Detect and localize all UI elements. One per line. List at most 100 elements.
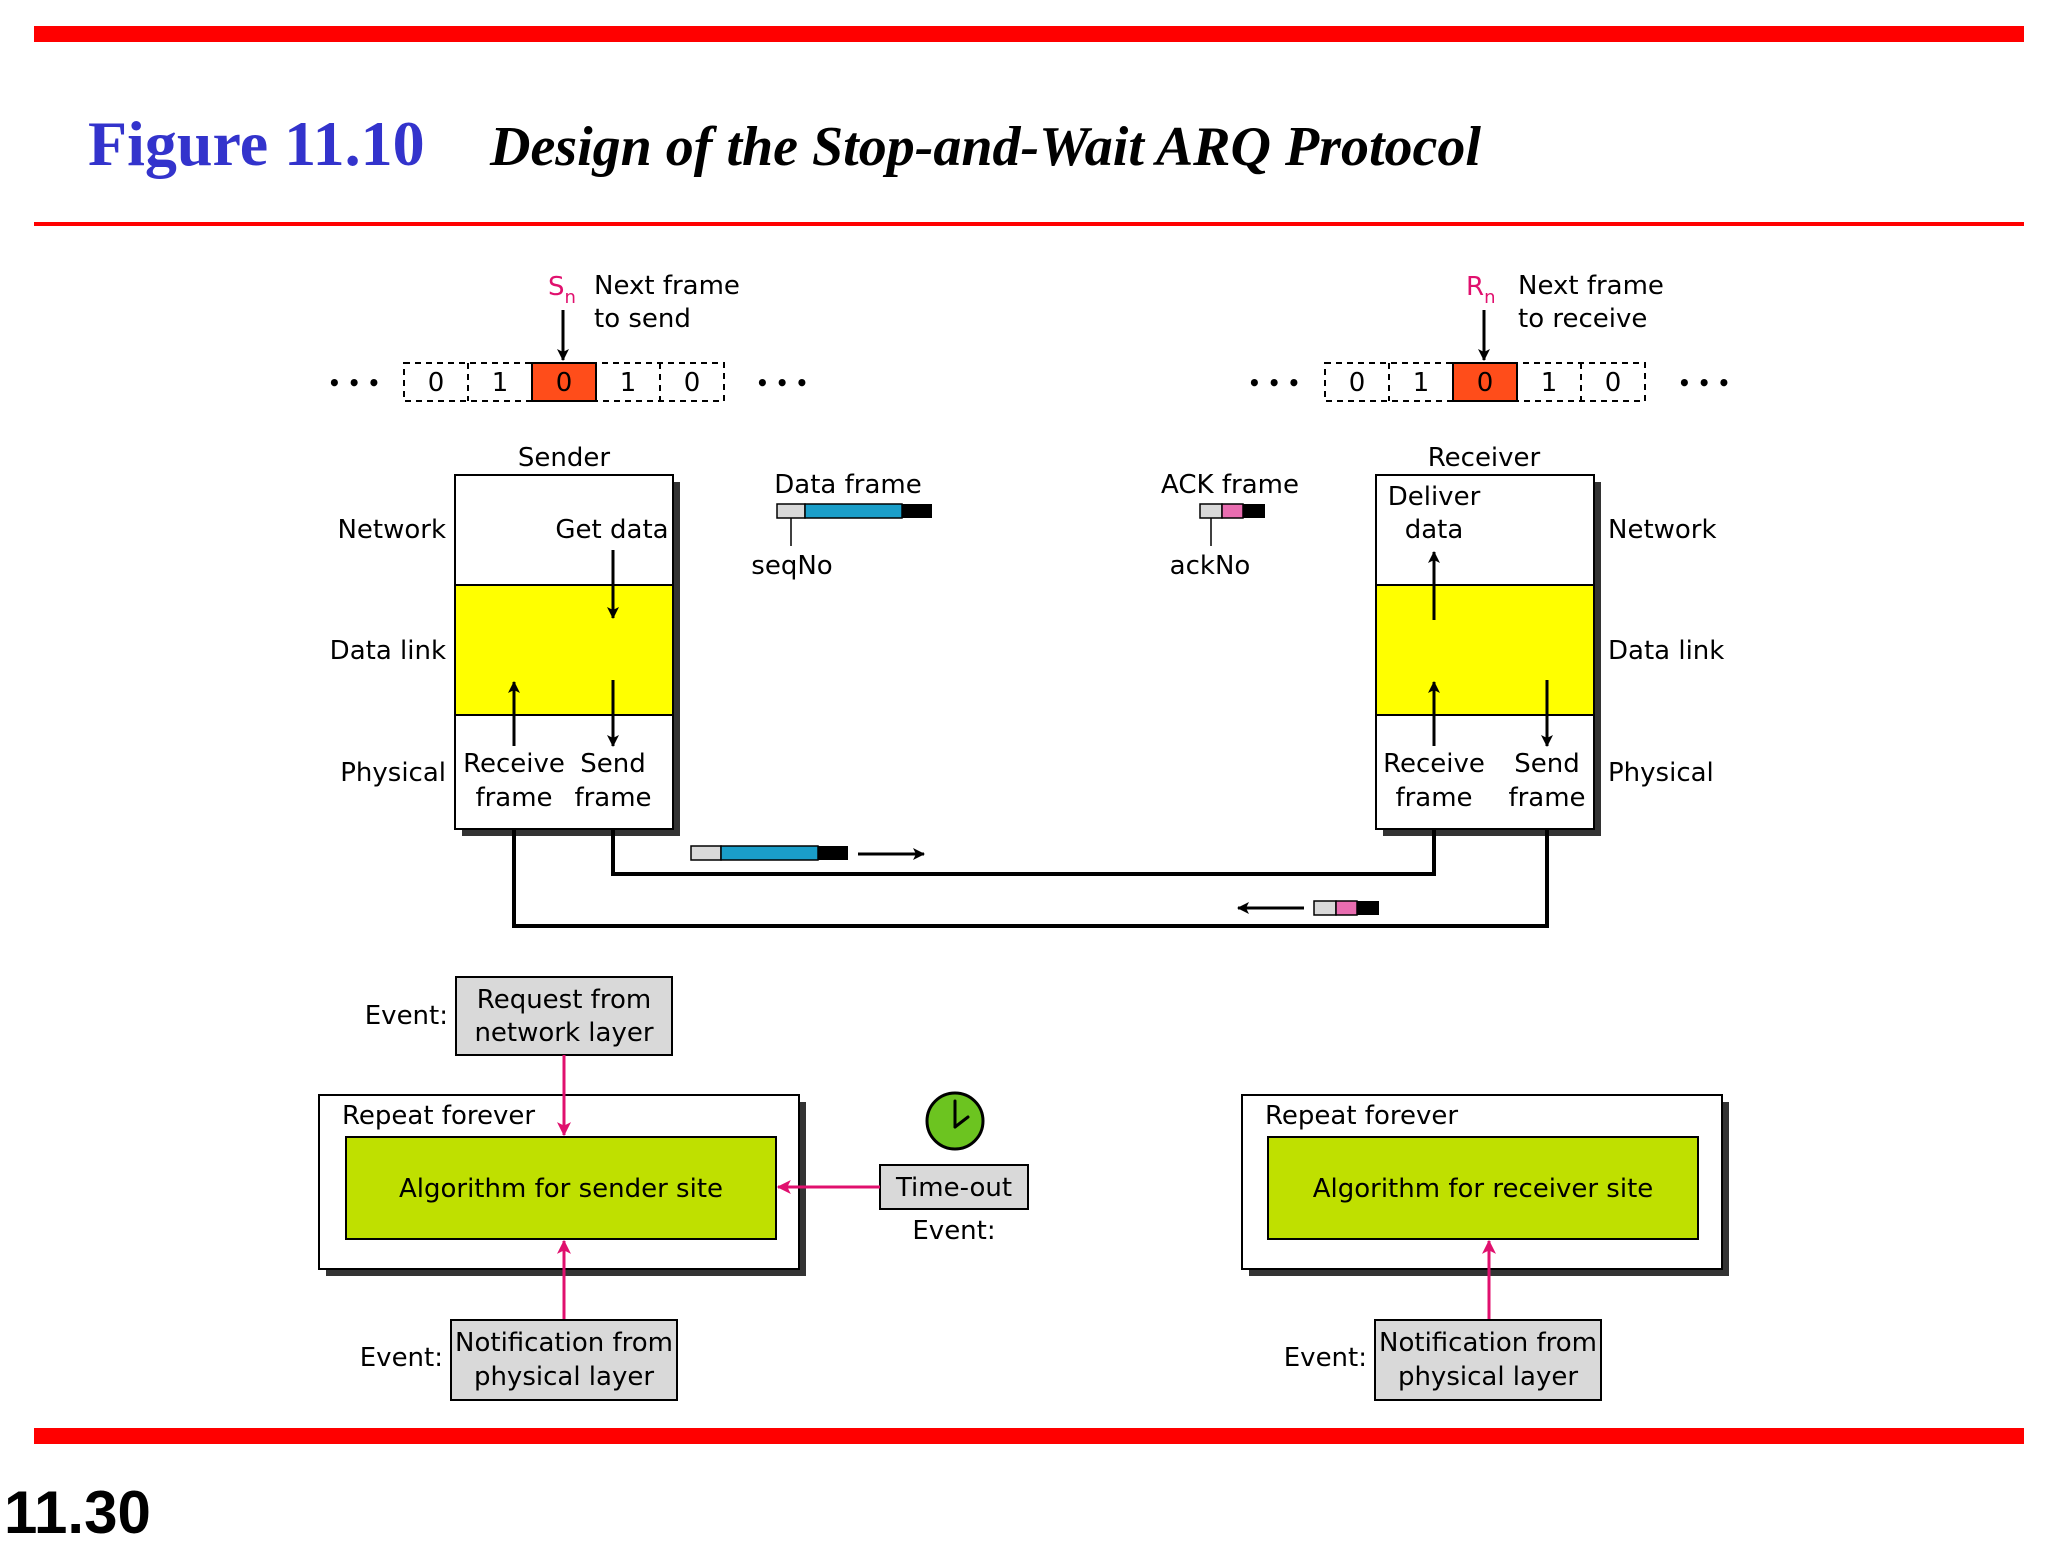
sender-notification-event-line1: Notification from	[455, 1328, 673, 1358]
figure-caption: Design of the Stop-and-Wait ARQ Protocol	[489, 116, 1481, 178]
sender-window-ellipsis-left: • • •	[328, 371, 380, 395]
receiver-seq-cell: 0	[1477, 368, 1494, 398]
receiver-seq-cell: 0	[1605, 368, 1622, 398]
sender-seq-cell: 1	[492, 368, 509, 398]
receiver-window-ellipsis-left: • • •	[1248, 371, 1300, 395]
transit-data-trailer	[818, 846, 848, 860]
sender-window-ellipsis-right: • • •	[756, 371, 808, 395]
sender-request-event-label: Event:	[365, 1001, 448, 1031]
receiver-window-ellipsis-right: • • •	[1678, 371, 1730, 395]
slide-number: 11.30	[4, 1479, 151, 1546]
receiver-notification-event-label: Event:	[1284, 1343, 1367, 1373]
sender-get-data: Get data	[555, 515, 668, 545]
sender-seq-cell: 1	[620, 368, 637, 398]
data-frame-trailer	[902, 504, 932, 518]
sender-send-frame-line1: Send	[580, 749, 645, 779]
ack-frame-ack-label: ackNo	[1170, 551, 1251, 581]
sender-physical-label: Physical	[340, 758, 446, 788]
receiver-notification-event-box	[1374, 1319, 1602, 1401]
transit-data-payload	[720, 845, 819, 861]
data-frame-title: Data frame	[774, 470, 921, 500]
sender-notification-event-line2: physical layer	[474, 1362, 654, 1392]
sender-network-label: Network	[337, 515, 446, 545]
sender-datalink-label: Data link	[330, 636, 446, 666]
receiver-datalink-label: Data link	[1608, 636, 1724, 666]
ack-frame-trailer	[1243, 504, 1265, 518]
sender-request-event-box	[455, 976, 673, 1056]
timeout-event-label: Event:	[912, 1216, 995, 1246]
receiver-network-layer	[1375, 474, 1595, 586]
sender-pointer-label: Sn	[548, 272, 576, 308]
sender-algorithm-block: Event: Request from network layer Repeat…	[318, 976, 1029, 1401]
sender-notification-event-label: Event:	[360, 1343, 443, 1373]
receiver-notification-event-line2: physical layer	[1398, 1362, 1578, 1392]
receiver-repeat-label: Repeat forever	[1265, 1101, 1458, 1131]
ack-frame-in-transit	[1237, 900, 1379, 916]
sender-window-note-line2: to send	[594, 304, 691, 334]
receiver-window-note-line1: Next frame	[1518, 271, 1664, 301]
sender-network-layer	[454, 474, 674, 586]
data-frame-legend: Data frame seqNo	[751, 470, 932, 581]
timeout-label: Time-out	[895, 1173, 1012, 1203]
transit-data-seq	[690, 845, 722, 861]
bottom-rule	[34, 1428, 2024, 1444]
sender-seq-cell: 0	[684, 368, 701, 398]
receiver-window-cells: 0 1 0 1 0	[1324, 362, 1646, 402]
timeout-event-box	[879, 1164, 1029, 1210]
sender-receive-frame-line1: Receive	[463, 749, 565, 779]
transit-ack-field	[1313, 900, 1337, 916]
receiver-deliver-data-line1: Deliver	[1388, 482, 1481, 512]
sender-stack: Sender Network Data link Physical Get da…	[330, 443, 680, 836]
receiver-algorithm-box	[1267, 1136, 1699, 1240]
sender-seq-cell: 0	[556, 368, 573, 398]
ack-frame-title: ACK frame	[1161, 470, 1299, 500]
receiver-algorithm-label: Algorithm for receiver site	[1313, 1174, 1654, 1204]
receiver-window-note-line2: to receive	[1518, 304, 1647, 334]
receiver-seq-cell: 1	[1413, 368, 1430, 398]
receiver-network-label: Network	[1608, 515, 1717, 545]
receiver-physical-label: Physical	[1608, 758, 1714, 788]
receiver-title: Receiver	[1428, 443, 1541, 473]
sender-window: Sn Next frame to send • • • • • • 0 1 0 1 0	[328, 271, 808, 402]
top-rule	[34, 26, 2024, 42]
sender-window-cells: 0 1 0 1 0	[403, 362, 725, 402]
sender-algorithm-label: Algorithm for sender site	[399, 1174, 723, 1204]
sender-current-cell	[531, 362, 597, 402]
data-frame-payload	[804, 503, 903, 519]
ack-frame-body	[1221, 503, 1244, 519]
sender-notification-event-box	[450, 1319, 678, 1401]
receiver-current-cell	[1452, 362, 1518, 402]
sender-request-event-line2: network layer	[474, 1018, 653, 1048]
sender-repeat-label: Repeat forever	[342, 1101, 535, 1131]
receiver-pointer-label: Rn	[1466, 272, 1496, 308]
sender-datalink-layer	[454, 584, 674, 716]
title-underline	[34, 222, 2024, 226]
receiver-algorithm-block: Repeat forever Algorithm for receiver si…	[1241, 1094, 1729, 1401]
clock-icon	[925, 1091, 985, 1151]
receiver-receive-frame-line2: frame	[1395, 783, 1472, 813]
transit-ack-trailer	[1357, 901, 1379, 915]
data-frame-in-transit	[690, 845, 925, 861]
sender-window-note-line1: Next frame	[594, 271, 740, 301]
receiver-notification-event-line1: Notification from	[1379, 1328, 1597, 1358]
figure-number: Figure 11.10	[88, 108, 425, 179]
sender-algorithm-box	[345, 1136, 777, 1240]
ack-frame-ack-field	[1199, 503, 1223, 519]
receiver-seq-cell: 0	[1349, 368, 1366, 398]
receiver-send-frame-line2: frame	[1508, 783, 1585, 813]
sender-send-frame-line2: frame	[574, 783, 651, 813]
receiver-stack: Receiver Network Data link Physical Deli…	[1375, 443, 1724, 836]
sender-request-event-line1: Request from	[477, 985, 651, 1015]
sender-physical-layer	[454, 714, 674, 830]
receiver-datalink-layer	[1375, 584, 1595, 716]
sender-receive-frame-line2: frame	[475, 783, 552, 813]
receiver-send-frame-line1: Send	[1514, 749, 1579, 779]
sender-seq-cell: 0	[428, 368, 445, 398]
data-frame-seq-label: seqNo	[751, 551, 832, 581]
sender-title: Sender	[518, 443, 610, 473]
receiver-physical-layer	[1375, 714, 1595, 830]
receiver-seq-cell: 1	[1541, 368, 1558, 398]
ack-link-channel	[512, 829, 1549, 928]
